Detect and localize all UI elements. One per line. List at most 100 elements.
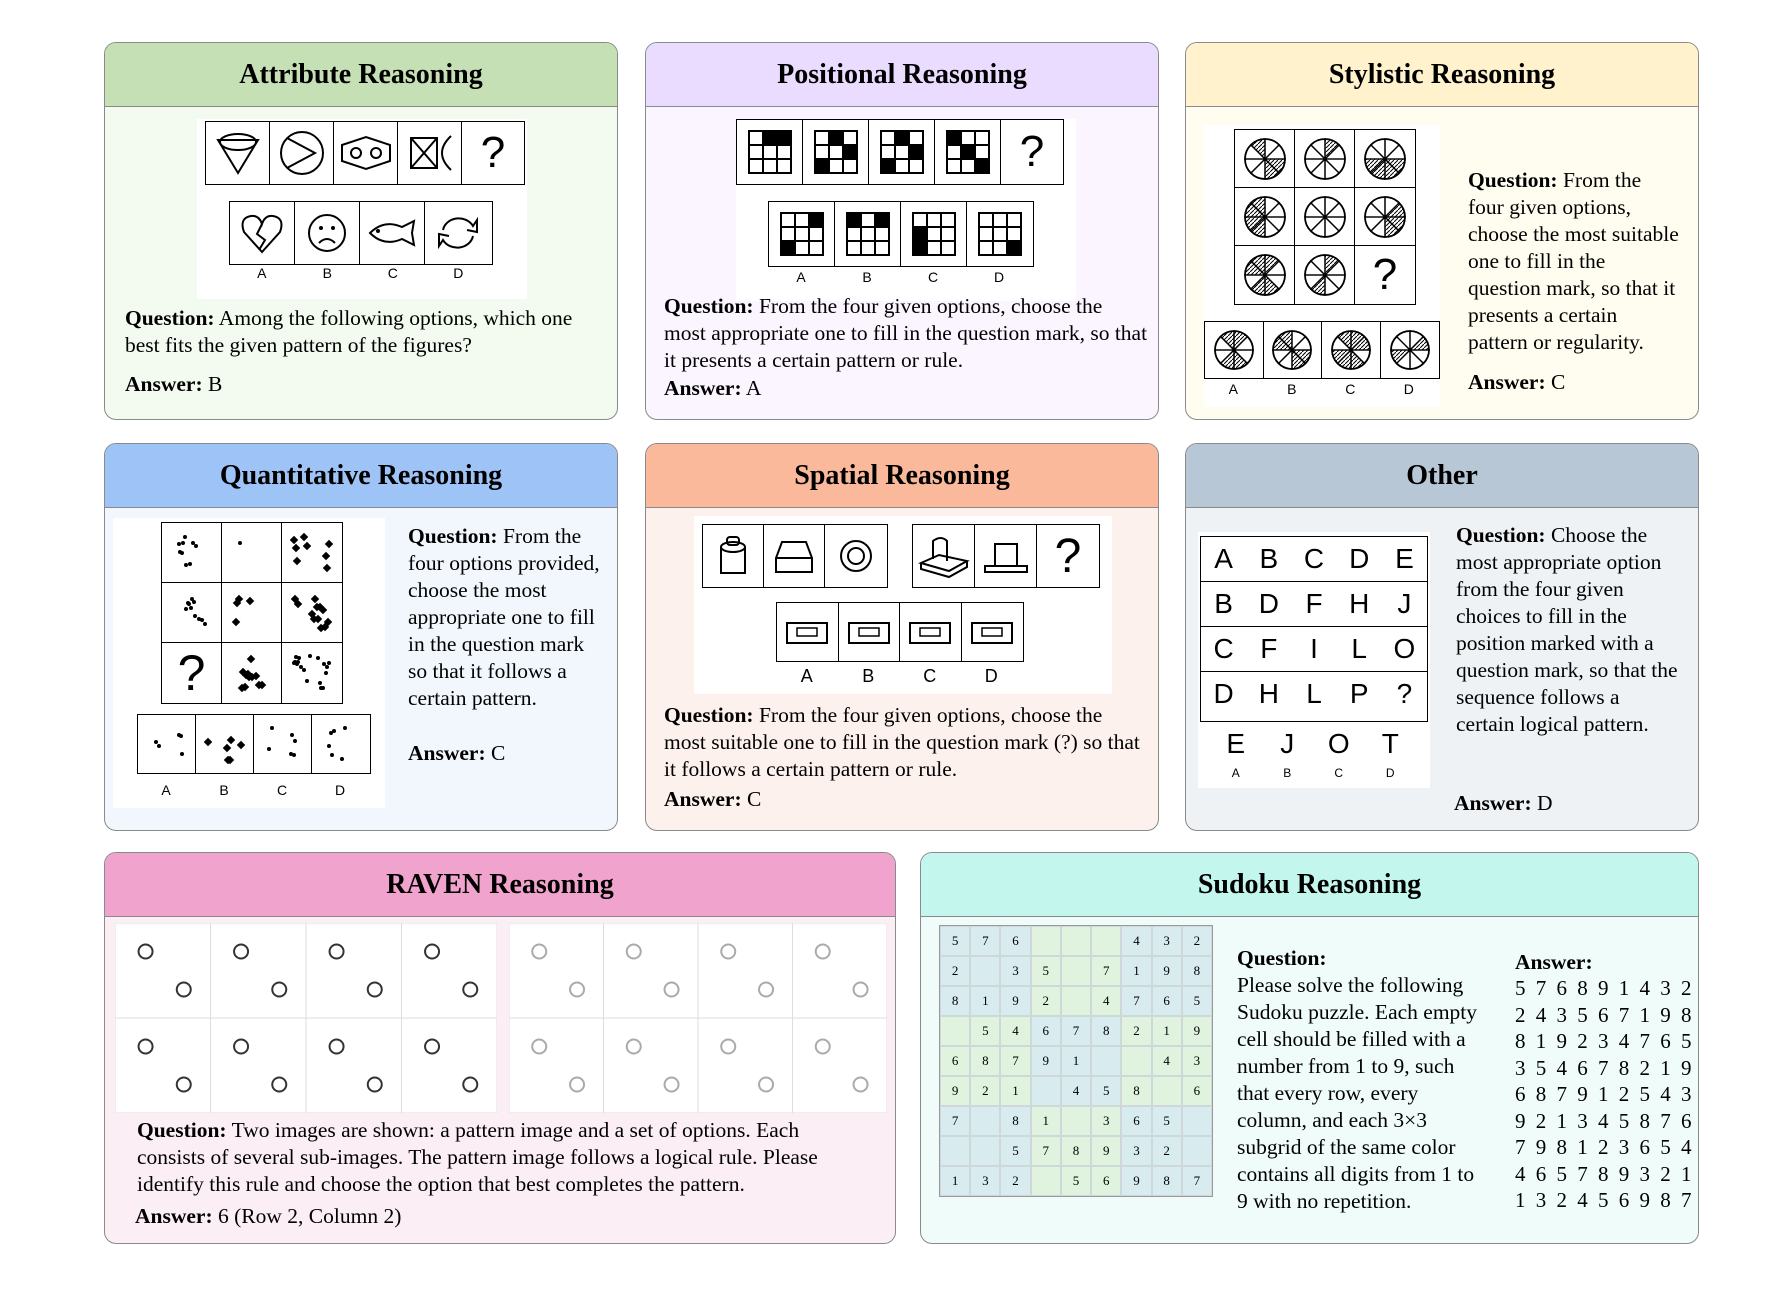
- sudoku-cell: 6: [1181, 1076, 1212, 1106]
- raven-glyph-icon: [663, 981, 680, 998]
- option-letter: E: [1226, 728, 1246, 759]
- sudoku-cell: [1030, 1076, 1061, 1106]
- question-label: Question:: [664, 294, 754, 318]
- sudoku-cell: 4: [1121, 926, 1152, 956]
- raven-reasoning-card: RAVEN Reasoning Question: Two images are…: [104, 852, 896, 1244]
- sudoku-cell: 6: [1121, 1106, 1152, 1136]
- raven-subimage: [401, 1017, 498, 1114]
- pattern-cell: [825, 525, 886, 587]
- question-mark: ?: [162, 643, 222, 703]
- option-label: A: [800, 666, 813, 686]
- option-label: A: [796, 269, 806, 285]
- pattern-cell: [222, 523, 282, 583]
- answer-row: 3 5 4 6 7 8 2 1 9: [1515, 1055, 1694, 1080]
- pattern-grid: ?: [161, 522, 343, 704]
- letter-cell: C: [1213, 633, 1234, 664]
- letter-cell: ?: [1396, 678, 1413, 709]
- raven-glyph-icon: [424, 1038, 441, 1055]
- question-text: Question: From the four given options, c…: [664, 702, 1148, 783]
- raven-glyph-icon: [462, 1076, 479, 1093]
- card-title: Other: [1186, 444, 1698, 508]
- sudoku-cell: 7: [1091, 956, 1122, 986]
- raven-subimage: [697, 1017, 793, 1114]
- sudoku-cell: 5: [1151, 1106, 1182, 1136]
- answer-row: 4 6 5 7 8 9 3 2 1: [1515, 1161, 1694, 1186]
- pattern-cell: [162, 523, 222, 583]
- options-row: [776, 602, 1024, 662]
- sudoku-cell: 9: [1121, 1166, 1152, 1196]
- attribute-reasoning-card: Attribute Reasoning ?: [104, 42, 618, 420]
- sudoku-cell: [1030, 926, 1061, 956]
- pattern-row: ?: [736, 119, 1064, 185]
- answer-value: D: [1537, 791, 1553, 815]
- option-label: B: [322, 265, 332, 281]
- question-label: Question:: [664, 703, 754, 727]
- raven-glyph-icon: [625, 943, 642, 960]
- raven-glyph-icon: [852, 981, 869, 998]
- option-a: [230, 202, 295, 264]
- option-a: [769, 202, 835, 266]
- attribute-figure: ? A B C D: [197, 119, 527, 299]
- sudoku-cell: [970, 1136, 1001, 1166]
- pattern-cell: [869, 120, 935, 184]
- sudoku-cell: 3: [1121, 1136, 1152, 1166]
- option-c: [254, 715, 312, 773]
- options-row: [229, 201, 493, 265]
- sudoku-cell: 8: [1091, 1016, 1122, 1046]
- sudoku-cell: [1091, 926, 1122, 956]
- option-d: [967, 202, 1033, 266]
- question-body: Choose the most appropriate option from …: [1456, 523, 1678, 736]
- answer-row: 1 3 2 4 5 6 9 8 7: [1515, 1188, 1694, 1212]
- pattern-cell: [1235, 130, 1295, 188]
- answer-value: C: [747, 787, 762, 811]
- raven-glyph-icon: [462, 981, 479, 998]
- pattern-cell: [737, 120, 803, 184]
- raven-subimage: [305, 922, 402, 1019]
- option-a: [138, 715, 196, 773]
- sudoku-cell: 8: [940, 986, 971, 1016]
- stylistic-figure: ? A B C D: [1204, 125, 1440, 407]
- raven-glyph-icon: [328, 943, 345, 960]
- sudoku-cell: [1181, 1106, 1212, 1136]
- letter-cell: D: [1349, 543, 1370, 574]
- answer-value: B: [208, 372, 223, 396]
- raven-subimage: [305, 1017, 402, 1114]
- question-mark: ?: [1372, 250, 1398, 299]
- question-body: From the four options provided, choose t…: [408, 524, 600, 710]
- letter-cell: C: [1303, 543, 1325, 574]
- sudoku-cell: 4: [1060, 1076, 1092, 1106]
- sudoku-cell: 2: [1121, 1016, 1152, 1046]
- question-body: Please solve the following Sudoku puzzle…: [1237, 973, 1478, 1213]
- pattern-cell: [162, 583, 222, 643]
- letter-cell: D: [1213, 678, 1234, 709]
- option-a: [1205, 322, 1264, 378]
- sudoku-cell: 2: [1000, 1166, 1031, 1196]
- raven-subimage: [114, 922, 211, 1019]
- raven-glyph-icon: [531, 943, 548, 960]
- answer-row: 6 8 7 9 1 2 5 4 3: [1515, 1082, 1694, 1106]
- pattern-cell: [703, 525, 764, 587]
- question-text: Question: From the four options provided…: [408, 523, 604, 712]
- pattern-cell: [1295, 188, 1355, 246]
- answer-row: 9 2 1 3 4 5 8 7 6: [1515, 1108, 1694, 1133]
- answer-text: Answer: A: [664, 375, 761, 402]
- option-label: B: [862, 666, 875, 686]
- option-b: [1264, 322, 1322, 378]
- sudoku-cell: 5: [940, 926, 971, 956]
- sudoku-cell: 2: [1181, 926, 1212, 956]
- sudoku-cell: [1181, 1136, 1212, 1166]
- sudoku-cell: 9: [940, 1076, 971, 1106]
- option-letter: O: [1327, 728, 1350, 759]
- question-mark: ?: [1019, 127, 1045, 176]
- raven-glyph-icon: [720, 1038, 737, 1055]
- raven-glyph-icon: [175, 981, 192, 998]
- option-label: C: [927, 269, 939, 285]
- raven-glyph-icon: [424, 943, 441, 960]
- raven-glyph-icon: [137, 943, 154, 960]
- option-label: D: [1403, 381, 1414, 397]
- card-title: Sudoku Reasoning: [921, 853, 1698, 917]
